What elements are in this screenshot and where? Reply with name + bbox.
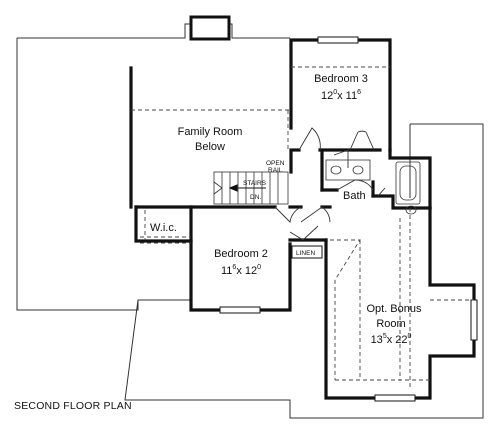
stairs-arrow <box>228 184 266 192</box>
linen-box <box>291 245 323 259</box>
family-room-label: Family Room <box>178 126 243 138</box>
bedroom3-name: Bedroom 3 <box>314 73 368 85</box>
bonus-room-label-2: Room <box>376 318 405 330</box>
bath-label: Bath <box>343 190 366 202</box>
open-rail-label-2: RAIL <box>268 167 283 174</box>
open-rail-label-1: OPEN <box>266 160 285 167</box>
roof-outline <box>16 23 484 419</box>
bonus-room-label-1: Opt. Bonus <box>366 303 422 315</box>
bath-fixtures <box>325 159 421 215</box>
doors <box>274 127 386 241</box>
bedroom2-name: Bedroom 2 <box>214 248 268 260</box>
windows <box>219 36 478 402</box>
bonus-room-dimensions: 135x 220 <box>371 333 412 346</box>
wic-label: W.i.c. <box>150 222 177 234</box>
stairs-label: STAIRS <box>243 180 267 187</box>
bedroom2-dimensions: 116x 120 <box>221 264 261 277</box>
stairs-direction-label: DN. <box>250 194 261 201</box>
chimney <box>189 15 231 41</box>
linen-label: LINEN <box>296 250 315 257</box>
plan-title: SECOND FLOOR PLAN <box>14 400 132 412</box>
walls <box>129 38 476 400</box>
family-room-below-label: Below <box>195 141 225 153</box>
bedroom3-dimensions: 120x 116 <box>321 89 361 102</box>
dashed-lines <box>131 66 474 390</box>
